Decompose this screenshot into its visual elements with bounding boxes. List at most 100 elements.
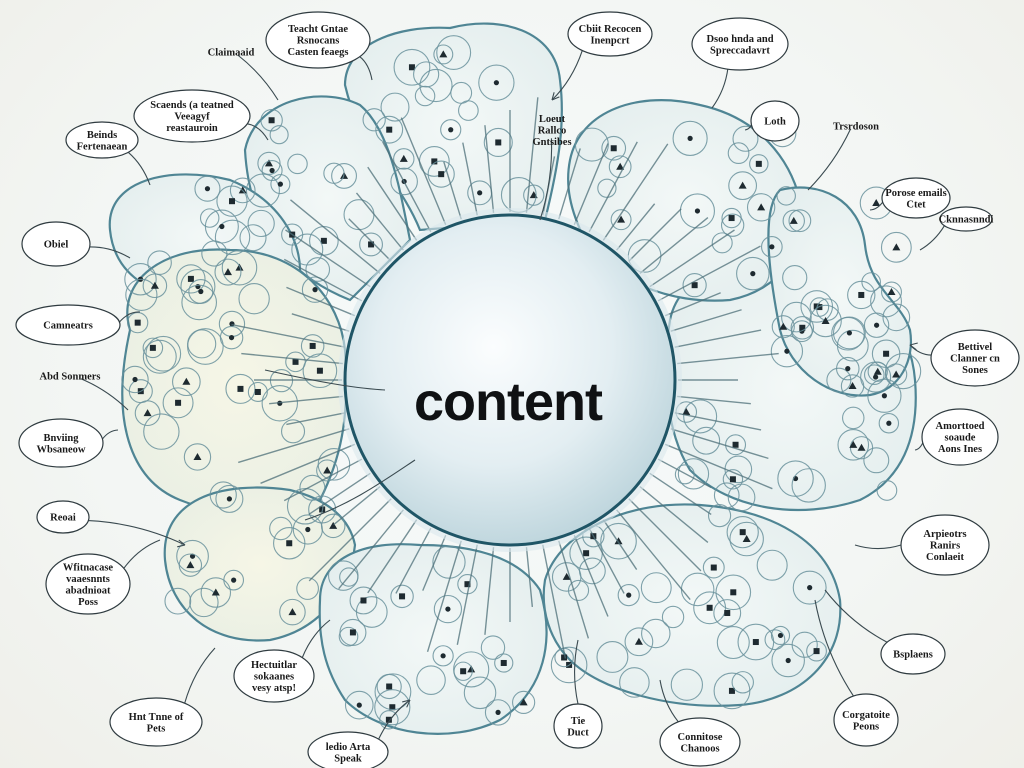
label-bubble (553, 703, 603, 749)
label-text: Teacht Gntae (288, 24, 348, 35)
leader-line (711, 67, 729, 109)
bubble (679, 193, 715, 229)
bubble-glyph (617, 215, 626, 223)
callout-right-2: Trsrdoson (807, 122, 879, 191)
bubble-glyph (182, 377, 191, 385)
label-text: Speak (334, 753, 362, 764)
label-text: vesy atsp! (252, 683, 296, 694)
spoke-line (286, 412, 346, 426)
label-bubble (691, 17, 789, 71)
bubble (749, 154, 769, 174)
bubble-glyph (228, 334, 235, 341)
lobe-left (121, 248, 348, 517)
bubble (216, 185, 248, 217)
bubble (280, 419, 306, 444)
label-text: Loth (764, 117, 786, 128)
leader-line (378, 699, 411, 740)
bubble (344, 690, 374, 720)
bubble-glyph (493, 80, 499, 86)
bubble-glyph (755, 160, 762, 167)
inner-connector-2 (304, 459, 416, 521)
bubble-glyph (710, 564, 717, 571)
bubble-glyph (750, 271, 756, 277)
spoke-line (290, 199, 381, 274)
bubble (260, 109, 283, 132)
spoke-line (602, 143, 669, 241)
lobes (108, 22, 917, 735)
spoke-line (283, 258, 363, 302)
spoke-line (285, 229, 371, 288)
bubble (214, 219, 251, 256)
bubble (746, 193, 776, 222)
bubble-glyph (223, 268, 232, 276)
bubble-glyph (399, 154, 408, 162)
spoke-line (657, 458, 712, 489)
spoke-line (677, 395, 751, 405)
label-bubble (133, 89, 251, 143)
label-text: Corgatoite (842, 710, 890, 721)
label-text: Claimaaid (208, 48, 255, 59)
bubble-glyph (858, 291, 865, 298)
bubble (677, 458, 710, 490)
bubble (826, 367, 852, 393)
bubble (715, 574, 752, 611)
bubble-glyph (231, 577, 237, 583)
label-text: Gntsibes (532, 137, 571, 148)
bubble-glyph (849, 440, 858, 448)
label-text: Wfitnacase (63, 562, 113, 573)
bubble-glyph (724, 610, 731, 617)
arrowhead (402, 699, 411, 708)
bubble (619, 667, 650, 698)
bubble (835, 356, 860, 381)
bubble (390, 584, 414, 609)
bubble-glyph (385, 716, 392, 723)
spoke-line (462, 142, 478, 216)
lobe-bubbles (121, 35, 922, 730)
bubble (380, 92, 410, 122)
bubble (711, 232, 733, 254)
spoke-line (573, 143, 609, 226)
bubble (183, 443, 212, 471)
bubble-glyph (143, 409, 152, 417)
spoke-line (664, 292, 721, 317)
bubble-glyph (738, 181, 747, 189)
bubble (863, 312, 890, 338)
spoke-line (367, 519, 418, 594)
leader-line (359, 56, 373, 81)
bubble-glyph (439, 50, 448, 58)
label-text: Arpieotrs (923, 529, 966, 540)
bubble (320, 513, 346, 539)
label-bubble (939, 206, 993, 232)
bubble (782, 209, 805, 233)
bubble-glyph (873, 374, 879, 380)
bubble (806, 640, 827, 662)
bubble (328, 560, 359, 591)
label-bubble (109, 697, 203, 747)
bubble-glyph (728, 687, 735, 694)
label-text: Hectuitlar (251, 660, 297, 671)
bubble (608, 155, 632, 179)
bubble (640, 572, 672, 604)
bubble (229, 177, 256, 204)
bubble (624, 627, 654, 657)
bubble (641, 618, 671, 649)
bubble-glyph (777, 632, 784, 639)
bubble-glyph (198, 288, 204, 295)
label-text: Beinds (87, 130, 117, 141)
bubble (145, 335, 182, 372)
bubble (453, 651, 490, 688)
label-text: Fertenaean (77, 141, 128, 152)
bubble (458, 100, 479, 121)
bubble (199, 208, 220, 228)
bubble (239, 224, 267, 252)
bubble-glyph (292, 358, 299, 365)
bubble-glyph (561, 654, 568, 661)
bubble-glyph (229, 198, 236, 205)
label-bubble (833, 693, 899, 747)
spoke-line (602, 519, 638, 570)
bubble (792, 570, 827, 605)
label-text: Obiel (44, 240, 69, 251)
